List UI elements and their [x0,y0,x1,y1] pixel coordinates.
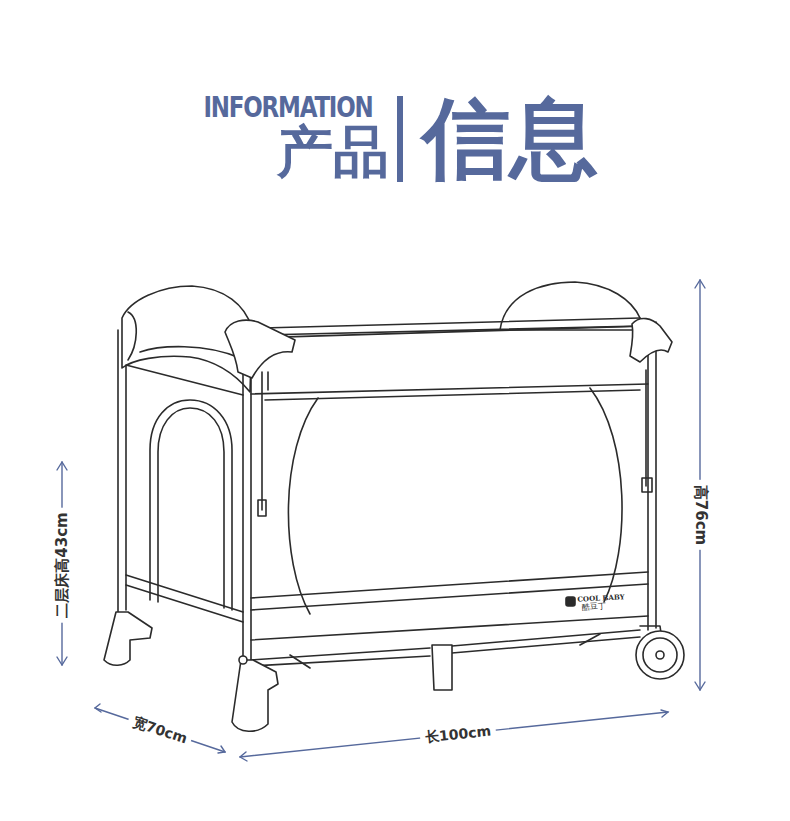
heading-cn-large: 信息 [422,95,598,183]
dimension-label: 二层床高43cm [53,507,72,622]
crib-drawing [104,282,684,731]
heading-cn: 产品 [277,124,389,180]
heading-en: INFORMATION [204,94,373,122]
dimension-label: 高76cm [691,480,710,550]
dimension-lines [57,280,705,761]
brand-name: COOL BABY [577,593,625,602]
dimension-label: 宽70cm [126,711,195,749]
title-divider [397,96,403,182]
dimension-label: 长100cm [419,721,497,747]
brand-name: 酷豆丁 [582,602,606,611]
